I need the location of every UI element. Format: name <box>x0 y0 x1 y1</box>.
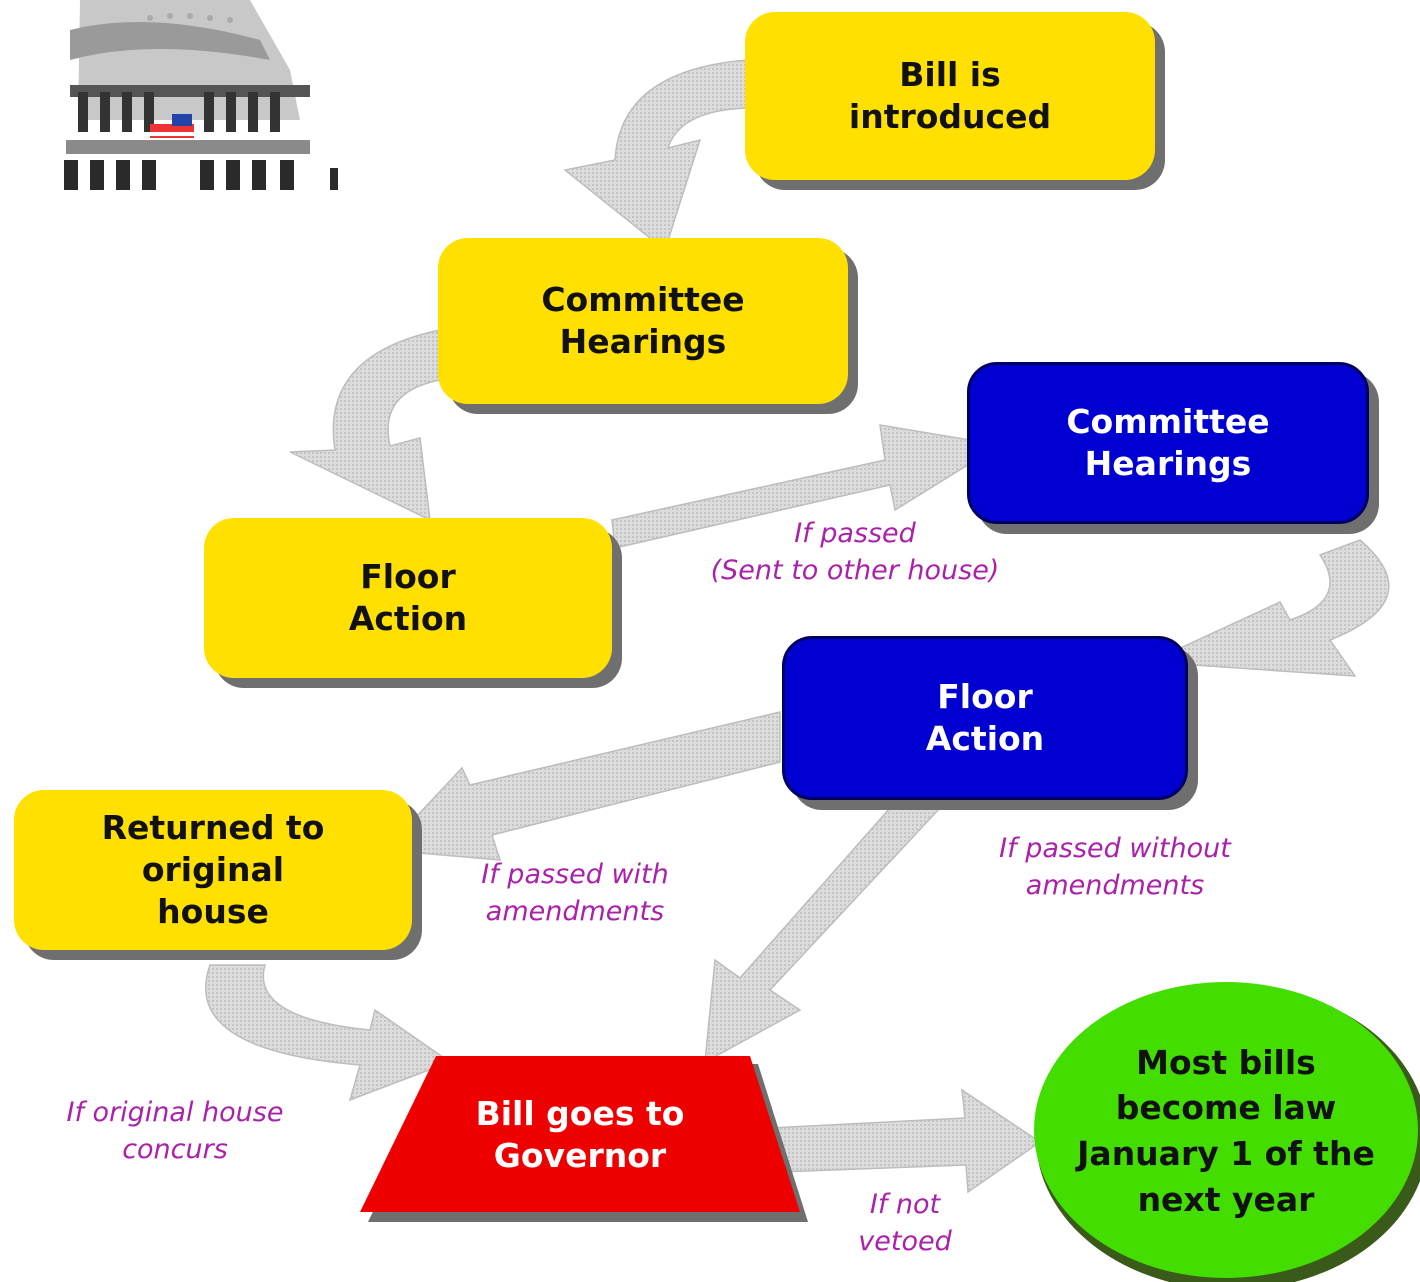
capitol-dome-icon <box>64 0 338 190</box>
condition-passed-with-amendments: If passed with amendments <box>481 859 669 928</box>
condition-passed-sent: If passed (Sent to other house) <box>710 518 1000 587</box>
committee-hearings-label-1: Committee Hearings <box>541 279 745 361</box>
arrow-returned-to-governor <box>205 964 452 1102</box>
law-circle: Most bills become law January 1 of the n… <box>1040 990 1412 1272</box>
arrow-introduced-to-committee <box>563 59 749 252</box>
arrow-floor2-to-returned <box>383 711 781 861</box>
committee-hearings-box-2: Committee Hearings <box>967 362 1369 524</box>
governor-label: Bill goes to Governor <box>475 1093 685 1175</box>
condition-original-house-concurs: If original house concurs <box>66 1097 284 1166</box>
law-label: Most bills become law January 1 of the n… <box>1077 1042 1375 1219</box>
committee-hearings-label-2: Committee Hearings <box>1066 401 1270 483</box>
returned-label: Returned to original house <box>101 807 325 932</box>
floor-action-label-2: Floor Action <box>925 676 1045 758</box>
governor-box-shape <box>360 1056 800 1212</box>
governor-box: Bill goes to Governor <box>380 1060 780 1210</box>
arrow-shapes <box>205 59 1390 1194</box>
arrow-governor-to-law <box>769 1088 1042 1194</box>
condition-passed-without-amendments: If passed without amendments <box>999 833 1231 902</box>
floor-action-box-1: Floor Action <box>204 518 612 678</box>
condition-not-vetoed: If not vetoed <box>858 1189 952 1258</box>
bill-introduced-label: Bill is introduced <box>848 54 1052 136</box>
floor-action-label-1: Floor Action <box>348 556 468 638</box>
arrow-floor2-to-governor <box>704 807 942 1064</box>
bill-introduced-box: Bill is introduced <box>745 12 1155 180</box>
committee-hearings-box-1: Committee Hearings <box>438 238 848 404</box>
arrow-committee2-to-floor2 <box>1149 539 1390 677</box>
floor-action-box-2: Floor Action <box>782 636 1188 800</box>
returned-to-original-house-box: Returned to original house <box>14 790 412 950</box>
arrow-floor-to-other-house <box>611 424 1003 549</box>
arrow-committee-to-floor <box>289 329 441 522</box>
law-circle-shape <box>1034 982 1418 1278</box>
